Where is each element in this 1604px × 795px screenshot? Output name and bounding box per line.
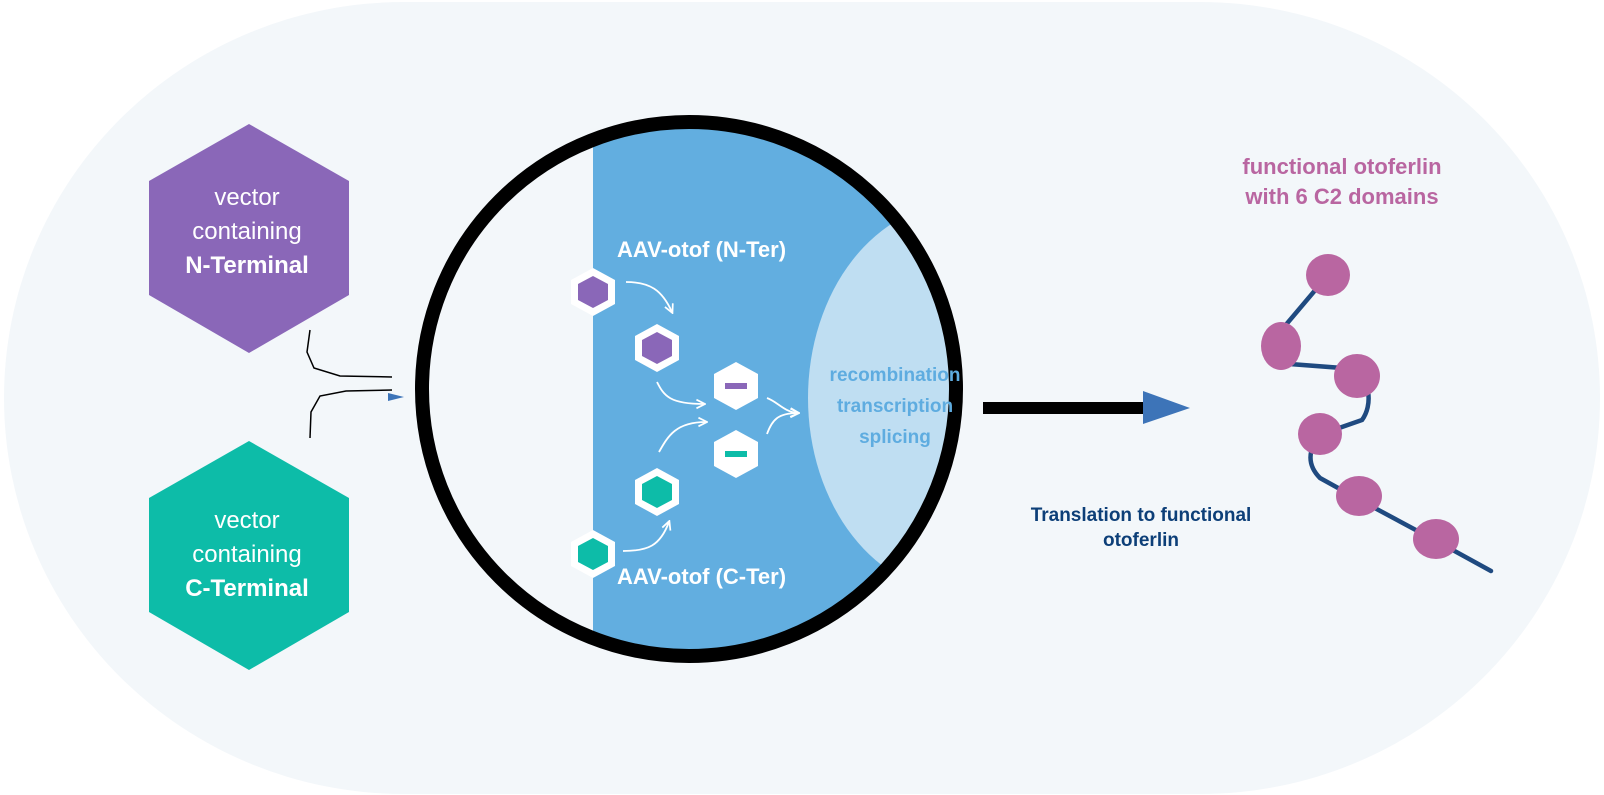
c2-domain-2 [1261, 322, 1301, 370]
nucleus [808, 203, 956, 593]
merge-connector [306, 329, 393, 439]
c2-domain-6 [1413, 519, 1459, 559]
arrow-head-icon [1143, 391, 1190, 424]
process-splicing: splicing [859, 427, 931, 448]
n-terminal-hexagon [149, 124, 349, 353]
c-terminal-line2: containing [192, 541, 301, 568]
c-terminal-vector: vector containing C-Terminal [149, 441, 349, 670]
c-terminal-line3: C-Terminal [185, 575, 309, 602]
c-terminal-line1: vector [214, 507, 279, 534]
merge-arrow-icon [388, 393, 404, 401]
c2-domain-1 [1306, 254, 1350, 296]
c2-domain-4 [1298, 413, 1342, 455]
n-ter-aav-label: AAV-otof (N-Ter) [617, 237, 786, 262]
n-ter-genome-uncoated [714, 362, 758, 410]
n-terminal-line2: containing [192, 218, 301, 245]
n-terminal-line1: vector [214, 184, 279, 211]
translation-arrow [983, 391, 1190, 424]
c-ter-genome-uncoated [714, 430, 758, 478]
c-ter-particle-inside [635, 468, 679, 516]
c2-domain-3 [1334, 354, 1380, 398]
otoferlin-protein [1261, 254, 1494, 574]
process-transcription: transcription [837, 396, 953, 417]
magnifier-lens [415, 115, 963, 663]
c-ter-particle-entering [571, 530, 615, 578]
protein-title-line1: functional otoferlin [1242, 154, 1441, 179]
aav-particles [571, 268, 758, 578]
protein-title-line2: with 6 C2 domains [1244, 184, 1438, 209]
n-ter-particle-inside [635, 324, 679, 372]
c-ter-aav-label: AAV-otof (C-Ter) [617, 564, 786, 589]
translation-line2: otoferlin [1103, 530, 1179, 551]
lens-ring [415, 115, 963, 663]
flow-arrows [622, 281, 798, 552]
n-ter-particle-entering [571, 268, 615, 316]
n-terminal-line3: N-Terminal [185, 252, 309, 279]
translation-line1: Translation to functional [1031, 505, 1252, 526]
c2-domain-5 [1336, 476, 1382, 516]
process-recombination: recombination [830, 365, 961, 386]
n-terminal-vector: vector containing N-Terminal [149, 124, 349, 353]
c-terminal-hexagon [149, 441, 349, 670]
